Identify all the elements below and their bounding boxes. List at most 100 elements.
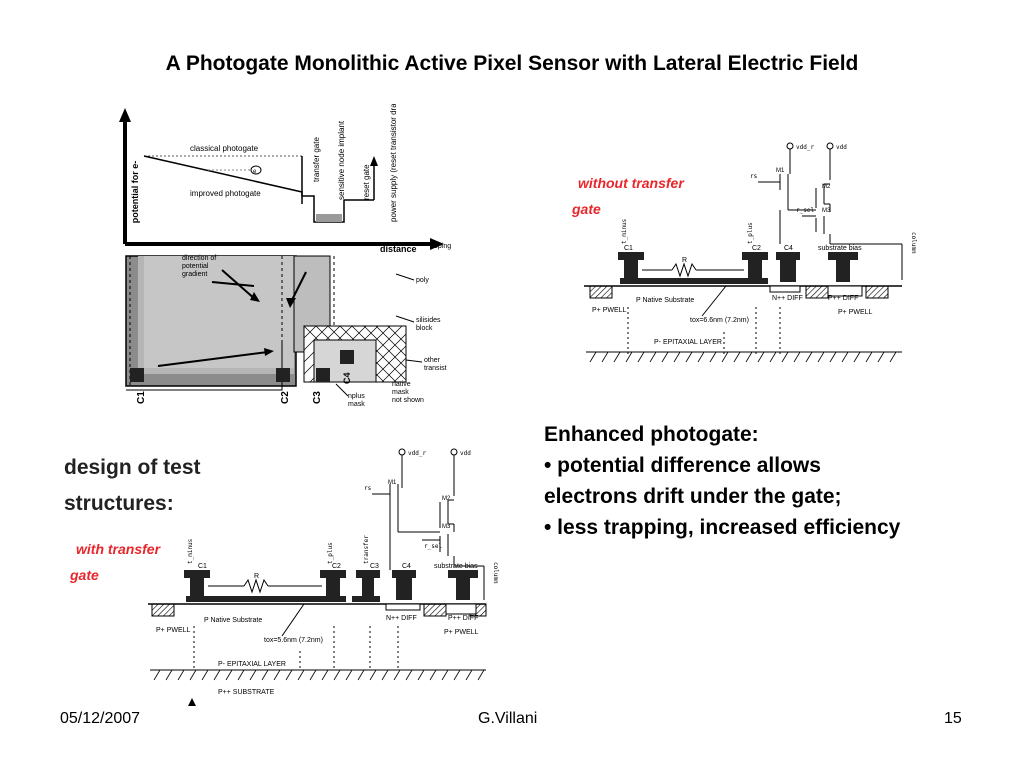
other-label-2: transist [424,365,447,372]
bullets-heading: Enhanced photogate: [544,423,759,446]
electrode-c2 [320,570,346,578]
without-transfer-label-2: gate [571,201,601,217]
substrate-label: P++ SUBSTRATE [218,689,275,696]
direction-label-1: direction of [182,255,216,262]
direction-label-3: gradient [182,271,207,278]
with-transfer-label-2: gate [69,567,99,583]
n-diff-region [385,603,421,611]
direction-label-2: potential [182,263,209,270]
y-axis-label: potential for e- [130,161,140,224]
n-diff-label: N++ DIFF [386,615,417,622]
without-transfer-label-1: without transfer [578,175,685,191]
y-axis-arrow [119,108,131,122]
field-oxide-far-right [865,285,889,299]
native-label-2: mask [392,389,409,396]
p-diff-region [827,285,863,297]
c1-label: C1 [198,563,207,570]
r-sel-label: r_sel [796,207,814,214]
electrode-c4 [392,570,416,578]
cross-section-with-transfer-gate: design of test structures: with transfer… [52,444,500,706]
c1-label: C1 [136,391,147,404]
field-oxide-right [805,285,829,299]
r-sel-label: r_sel [424,543,442,550]
substrate-bias-label: substrate bias [818,245,862,252]
p-native-label: P Native Substrate [636,297,694,304]
c3-label: C3 [312,391,323,404]
electrode-substrate-bias [828,252,858,260]
n-diff-region [769,285,801,293]
native-label-3: not shown [392,397,424,404]
photogate-poly [186,596,346,602]
classical-photogate-label: classical photogate [190,144,259,153]
t-plus-label: t_plus [747,222,754,244]
column-label: column [910,232,917,254]
epi-label: P- EPITAXIAL LAYER [218,661,286,668]
m2-label: M2 [822,184,831,190]
bullet-text-block: Enhanced photogate: • potential differen… [544,419,900,543]
contact-c3b [340,350,354,364]
c4-label: C4 [784,245,793,252]
tox-label: tox=6.6nm (7.2nm) [690,317,749,324]
sensitive-node-label: sensitive node implant [337,120,346,200]
vdd-label: vdd [460,450,471,457]
m1-label: M1 [776,168,785,174]
c3-label: C3 [370,563,379,570]
bullet-line-3: • less trapping, increased efficiency [544,516,901,539]
transfer-gate-label: transfer gate [312,137,321,182]
c4-label: C4 [342,372,352,384]
substrate-bias-label: substrate bias [434,563,478,570]
nplus-label-1: nplus [348,393,365,400]
r-label: R [682,257,687,264]
transfer-label: transfer [363,535,370,564]
nplus-label-2: mask [348,401,365,406]
doping-fragment: oping [434,243,451,250]
transfer-gate-poly [352,596,380,602]
other-label-1: other [424,357,441,364]
electrode-c1 [618,252,644,260]
contact-c1 [130,368,144,382]
m3-label: M3 [822,208,831,214]
c2-label: C2 [332,563,341,570]
photogate-layout-figure: potential for e- distance oping e classi… [104,104,456,406]
cross-section-without-transfer-gate: without transfer gate vdd_r vdd rs M1 M2… [566,140,920,372]
rs-label: rs [364,485,372,492]
native-label-1: native [392,381,411,388]
silisides-label-2: block [416,325,433,332]
t-minus-label: t_minus [621,218,628,244]
p-native-label: P Native Substrate [204,617,262,624]
with-transfer-label-1: with transfer [76,541,162,557]
m2-label: M2 [442,496,451,502]
reset-gate-label: reset gate [362,164,371,200]
rs-label: rs [750,173,758,180]
c2-label: C2 [280,391,291,404]
p-diff-label: P++ DIFF [448,615,478,622]
slide-title: A Photogate Monolithic Active Pixel Sens… [165,52,859,75]
m1-label: M1 [388,480,397,486]
p-diff-label: P++ DIFF [828,295,858,302]
field-oxide-left [589,285,613,299]
epi-label: P- EPITAXIAL LAYER [654,339,722,346]
c2-label: C2 [752,245,761,252]
electrode-c1 [184,570,210,578]
bullet-line-2: electrons drift under the gate; [544,485,842,508]
svg-text:e: e [253,169,257,175]
m3-label: M3 [442,524,451,530]
column-label: column [492,562,499,584]
p-pwell-left-label: P+ PWELL [156,627,191,634]
vdd-r-label: vdd_r [796,144,814,151]
electrode-c4 [776,252,800,260]
t-plus-label: t_plus [327,542,334,564]
footer-page-number: 15 [944,710,962,727]
tox-label: tox=5.6nm (7.2nm) [264,637,323,644]
light-arrow [188,698,196,706]
power-supply-label: power supply (reset transistor drain) [389,104,398,222]
footer-date: 05/12/2007 [60,710,141,727]
x-axis-arrow [430,238,444,250]
bullet-line-1: • potential difference allows [544,454,821,477]
vdd-r-label: vdd_r [408,450,426,457]
design-heading-1: design of test [64,456,201,479]
design-heading-2: structures: [64,492,174,515]
electrode-substrate-bias [448,570,478,578]
p-diff-region [445,603,477,615]
field-oxide-left [151,603,175,617]
